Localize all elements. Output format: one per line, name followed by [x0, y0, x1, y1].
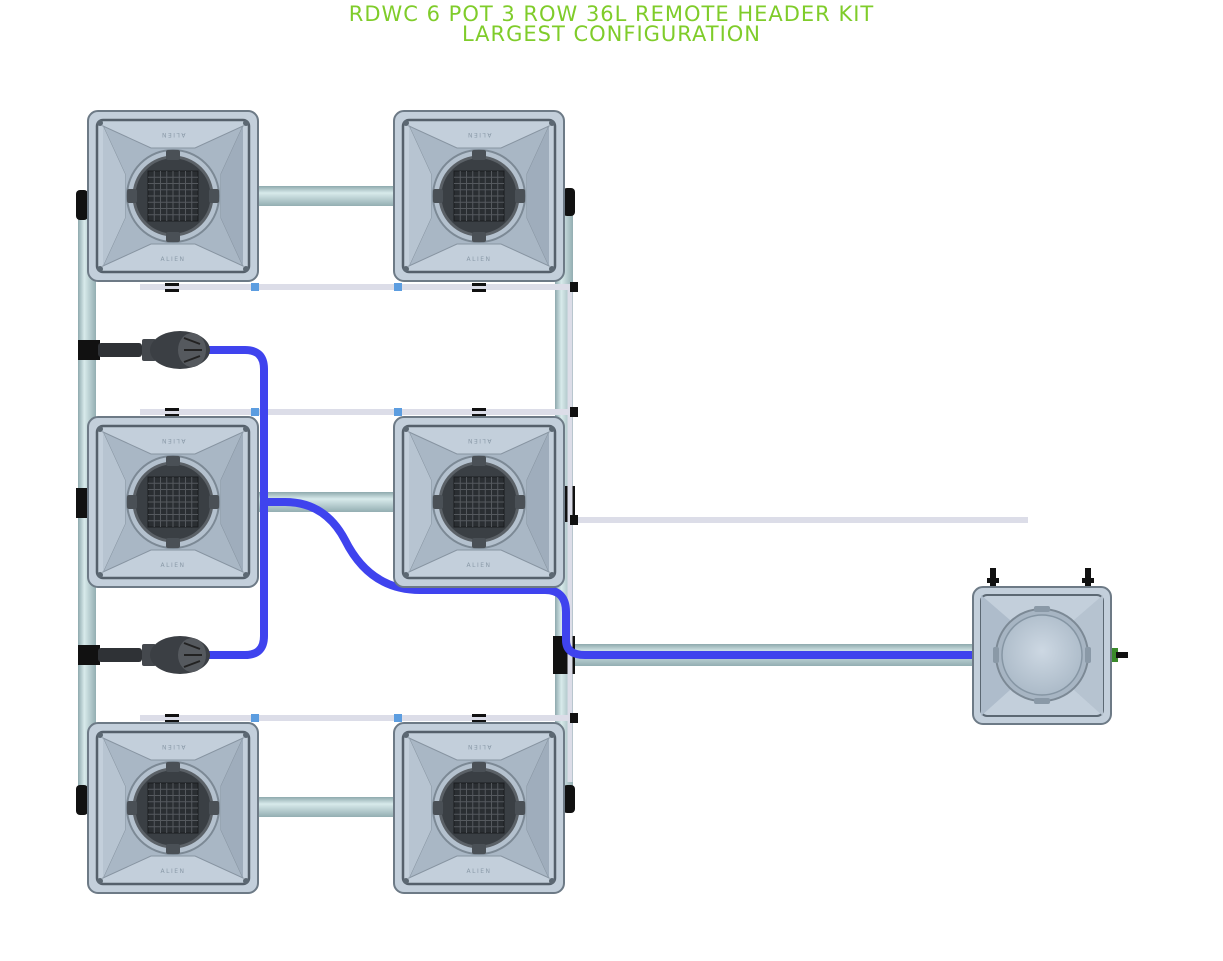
pump-hoses — [201, 346, 979, 659]
pot-middle-right: ALIEN ALIEN — [393, 416, 565, 588]
diagram-subtitle: LARGEST CONFIGURATION — [461, 22, 762, 46]
pot-logo-text: ALIEN — [467, 256, 492, 263]
pot-logo-text: ALIEN — [467, 743, 492, 750]
pot-logo-text: ALIEN — [161, 868, 186, 875]
grow-pots: ALIENALIENALIENALIENALIENALIENALIENALIEN… — [87, 110, 565, 894]
pot-logo-text: ALIEN — [161, 562, 186, 569]
pot-logo-text: ALIEN — [161, 437, 186, 444]
pot-logo-text: ALIEN — [467, 868, 492, 875]
pot-connector-pipes — [255, 186, 395, 817]
line-fittings — [165, 282, 578, 723]
pot-bottom-right: ALIEN ALIEN — [393, 722, 565, 894]
pot-top-left: ALIEN ALIEN — [87, 110, 259, 282]
pot-top-right: ALIEN ALIEN — [393, 110, 565, 282]
air-lines — [140, 284, 1028, 782]
pot-logo-text: ALIEN — [467, 437, 492, 444]
pot-middle-left: ALIEN ALIEN — [87, 416, 259, 588]
pot-logo-text: ALIEN — [467, 131, 492, 138]
pot-logo-text: ALIEN — [161, 131, 186, 138]
pot-bottom-left: ALIEN ALIEN — [87, 722, 259, 894]
pot-logo-text: ALIEN — [161, 743, 186, 750]
pot-logo-text: ALIEN — [161, 256, 186, 263]
diagram-title: RDWC 6 POT 3 ROW 36L REMOTE HEADER KIT — [348, 2, 875, 26]
remote-header-tank — [972, 568, 1128, 725]
pump-upper — [78, 331, 210, 369]
pump-lower — [78, 636, 210, 674]
pot-logo-text: ALIEN — [467, 562, 492, 569]
